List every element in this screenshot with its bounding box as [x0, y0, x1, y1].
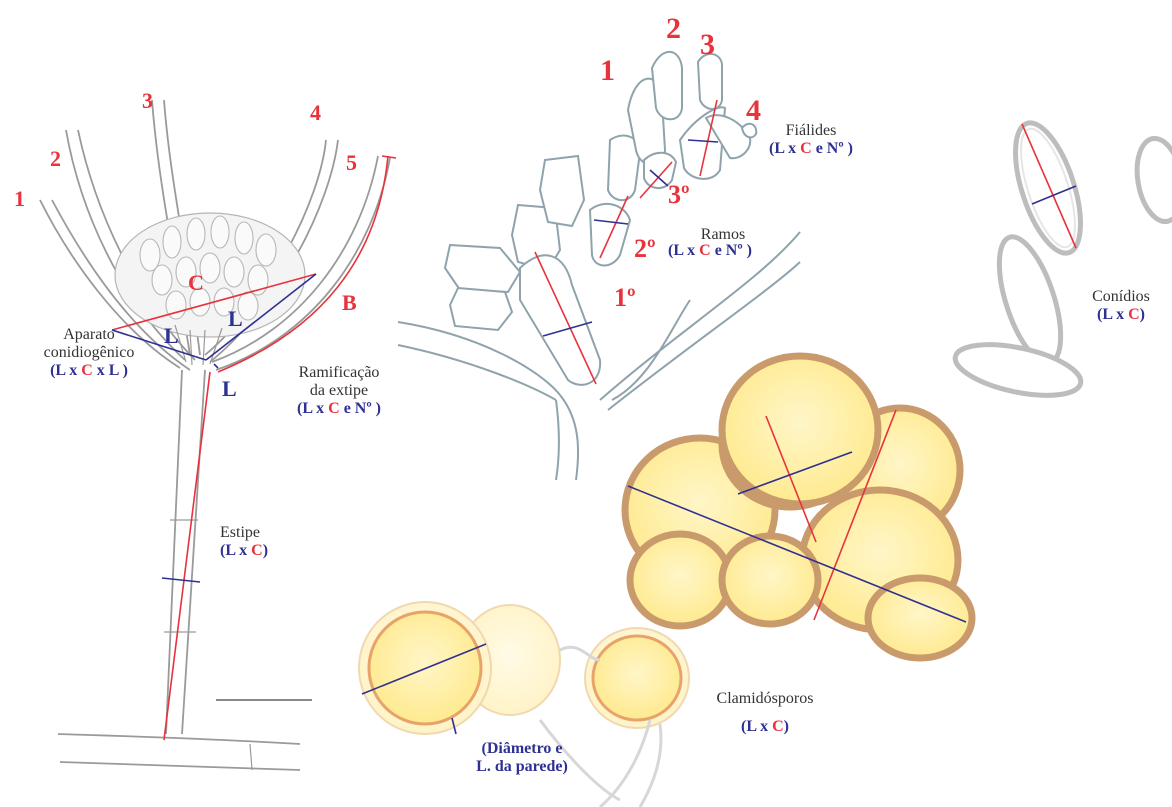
formula-b: ) [263, 542, 268, 559]
letter-c: C [188, 272, 204, 294]
branch-number-2: 2 [50, 148, 61, 170]
formula-a: (L x [1097, 306, 1128, 323]
label-estipe: Estipe (L x C) [220, 524, 320, 560]
label-ramificacao-line1: Ramificação [274, 364, 404, 382]
label-diametro: (Diâmetro e L. da parede) [462, 740, 582, 776]
formula-c: C [699, 242, 711, 259]
label-aparato: Aparato conidiogênico (L x C x L ) [24, 326, 154, 380]
letter-l-right: L [228, 308, 243, 330]
order-3: 3º [668, 182, 690, 208]
label-ramificacao: Ramificação da extipe (L x C e Nº ) [274, 364, 404, 418]
label-conidios: Conídios (L x C) [1076, 288, 1166, 324]
order-2: 2º [634, 236, 656, 262]
label-clamidosporos-line1: Clamidósporos [700, 690, 830, 708]
formula-b: e Nº ) [812, 140, 853, 157]
label-ramificacao-line2: da extipe [274, 382, 404, 400]
formula-a: (L x [220, 542, 251, 559]
chlamydospores-pair [359, 602, 689, 807]
formula-a: (L x [297, 400, 328, 417]
letter-b: B [342, 292, 357, 314]
formula-a: (L x [668, 242, 699, 259]
formula-b: ) [784, 718, 789, 735]
branch-number-3: 3 [142, 90, 153, 112]
formula-c: C [328, 400, 340, 417]
conidiophore [40, 100, 390, 770]
phialide-number-3: 3 [700, 30, 715, 60]
formula-c: C [772, 718, 784, 735]
label-diametro-line1: (Diâmetro e [462, 740, 582, 758]
label-fialides-formula: (L x C e Nº ) [756, 140, 866, 158]
branch-number-5: 5 [346, 152, 357, 174]
formula-a: (L x [769, 140, 800, 157]
formula-b: e Nº ) [340, 400, 381, 417]
label-conidios-line1: Conídios [1076, 288, 1166, 306]
label-aparato-line1: Aparato [24, 326, 154, 344]
conidia [951, 115, 1172, 405]
label-aparato-line2: conidiogênico [24, 344, 154, 362]
formula-c: C [251, 542, 263, 559]
formula-c: C [800, 140, 812, 157]
formula-b: e Nº ) [711, 242, 752, 259]
label-estipe-formula: (L x C) [220, 542, 320, 560]
label-clamidosporos: Clamidósporos (L x C) [700, 690, 830, 736]
label-fialides: Fiálides (L x C e Nº ) [756, 122, 866, 158]
formula-c: C [81, 362, 93, 379]
formula-c: C [1128, 306, 1140, 323]
label-conidios-formula: (L x C) [1076, 306, 1166, 324]
formula-b: x L ) [93, 362, 128, 379]
letter-l-left: L [164, 325, 179, 347]
formula-b: ) [1140, 306, 1145, 323]
phialide-number-2: 2 [666, 14, 681, 44]
label-ramos-formula: (L x C e Nº ) [668, 242, 778, 260]
label-fialides-line1: Fiálides [756, 122, 866, 140]
branch-number-1: 1 [14, 188, 25, 210]
chlamydospore-cluster [625, 356, 972, 658]
label-clamidosporos-formula: (L x C) [700, 718, 830, 736]
order-1: 1º [614, 285, 636, 311]
formula-a: (L x [50, 362, 81, 379]
phialide-number-1: 1 [600, 56, 615, 86]
label-diametro-line2: L. da parede) [462, 758, 582, 776]
letter-l-branch: L [222, 378, 237, 400]
formula-a: (L x [741, 718, 772, 735]
label-aparato-formula: (L x C x L ) [24, 362, 154, 380]
label-ramificacao-formula: (L x C e Nº ) [274, 400, 404, 418]
label-estipe-line1: Estipe [220, 524, 320, 542]
branch-number-4: 4 [310, 102, 321, 124]
